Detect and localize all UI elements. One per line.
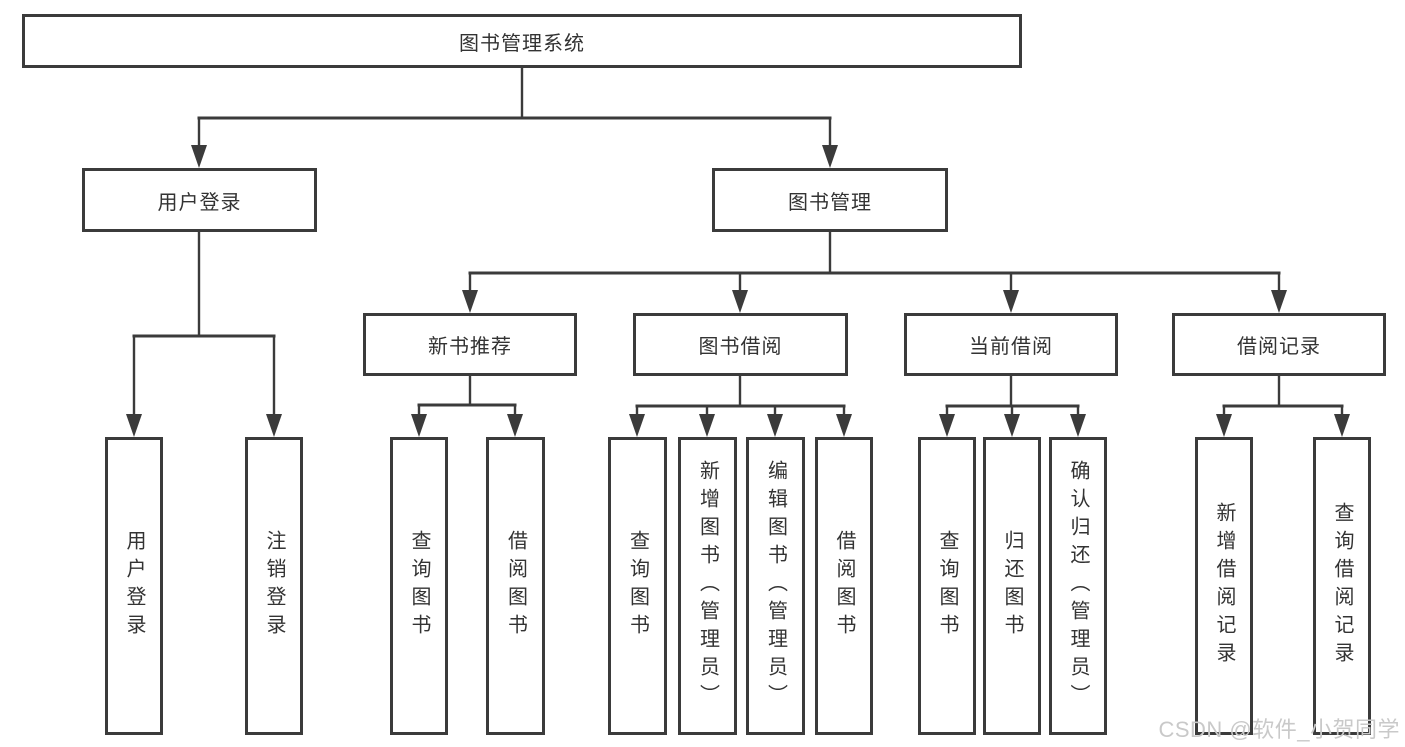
node-book-management: 图书管理 xyxy=(712,168,948,232)
leaf-logout: 注销登录 xyxy=(245,437,303,735)
leaf-edit-books-admin: 编辑图书（管理员） xyxy=(746,437,805,735)
leaf-confirm-return-admin: 确认归还（管理员） xyxy=(1049,437,1107,735)
node-user-login: 用户登录 xyxy=(82,168,317,232)
leaf-label: 归还图书 xyxy=(1001,530,1023,642)
node-borrowing-records: 借阅记录 xyxy=(1172,313,1386,376)
leaf-query-borrow-record: 查询借阅记录 xyxy=(1313,437,1371,735)
node-label: 新书推荐 xyxy=(428,336,512,358)
leaf-add-borrow-record: 新增借阅记录 xyxy=(1195,437,1253,735)
node-book-borrowing: 图书借阅 xyxy=(633,313,848,376)
leaf-query-books: 查询图书 xyxy=(390,437,448,735)
leaf-label: 注销登录 xyxy=(263,530,285,642)
node-label: 借阅记录 xyxy=(1237,336,1321,358)
leaf-label: 查询借阅记录 xyxy=(1331,502,1353,670)
leaf-return-books: 归还图书 xyxy=(983,437,1041,735)
leaf-add-books-admin: 新增图书（管理员） xyxy=(678,437,737,735)
leaf-user-login: 用户登录 xyxy=(105,437,163,735)
leaf-label: 新增借阅记录 xyxy=(1213,502,1235,670)
node-new-book-recommendation: 新书推荐 xyxy=(363,313,577,376)
leaf-label: 借阅图书 xyxy=(504,530,527,642)
node-library-management-system: 图书管理系统 xyxy=(22,14,1022,68)
leaf-label: 查询图书 xyxy=(408,530,430,642)
leaf-label: 借阅图书 xyxy=(833,530,855,642)
leaf-borrow-books: 借阅图书 xyxy=(815,437,873,735)
node-label: 图书管理 xyxy=(788,191,872,214)
node-label: 图书借阅 xyxy=(698,336,783,358)
node-current-borrowing: 当前借阅 xyxy=(904,313,1118,376)
leaf-label: 新增图书（管理员） xyxy=(696,460,719,712)
node-label: 当前借阅 xyxy=(969,336,1053,358)
node-label: 图书管理系统 xyxy=(459,32,585,55)
watermark: CSDN @软件_小贺同学 xyxy=(1158,717,1400,742)
leaf-label: 编辑图书（管理员） xyxy=(764,460,787,712)
node-label: 用户登录 xyxy=(157,191,242,214)
leaf-label: 查询图书 xyxy=(626,530,649,642)
leaf-label: 查询图书 xyxy=(936,530,958,642)
leaf-borrow-books: 借阅图书 xyxy=(486,437,545,735)
leaf-query-books: 查询图书 xyxy=(608,437,667,735)
leaf-query-books: 查询图书 xyxy=(918,437,976,735)
leaf-label: 用户登录 xyxy=(123,530,145,642)
leaf-label: 确认归还（管理员） xyxy=(1067,460,1089,712)
